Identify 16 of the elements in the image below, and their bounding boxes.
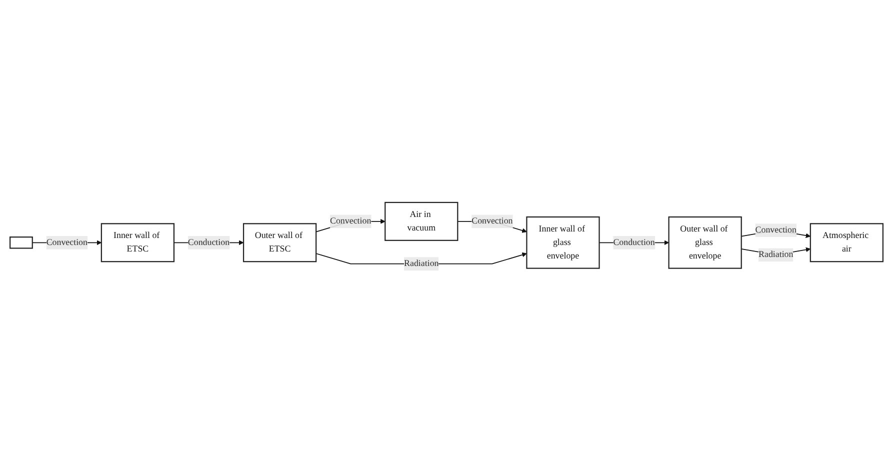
edge-label: Convection <box>755 224 796 234</box>
edge-label: Convection <box>46 237 88 247</box>
node-box <box>384 201 458 240</box>
edge-label: Conduction <box>613 237 655 247</box>
node-box <box>10 236 33 248</box>
edge-label: Conduction <box>188 237 230 247</box>
node-box <box>668 216 742 268</box>
edge-label: Radiation <box>758 249 794 259</box>
edge-label: Radiation <box>404 258 439 268</box>
node-box <box>242 222 317 262</box>
edge-label: Convection <box>472 216 513 226</box>
flow-diagram: Convection Conduction Convection Convection Radiation Conduction Convection Radiation Inner wall of ETSC Outer wall of ETSC Air in vacuum Inner wall of glass envelope Outer wall of glass envelope Atmospheric air <box>5 198 888 274</box>
node-box <box>100 222 175 262</box>
node-box <box>810 222 884 262</box>
node-box <box>526 216 600 268</box>
edge-label: Convection <box>330 216 372 226</box>
